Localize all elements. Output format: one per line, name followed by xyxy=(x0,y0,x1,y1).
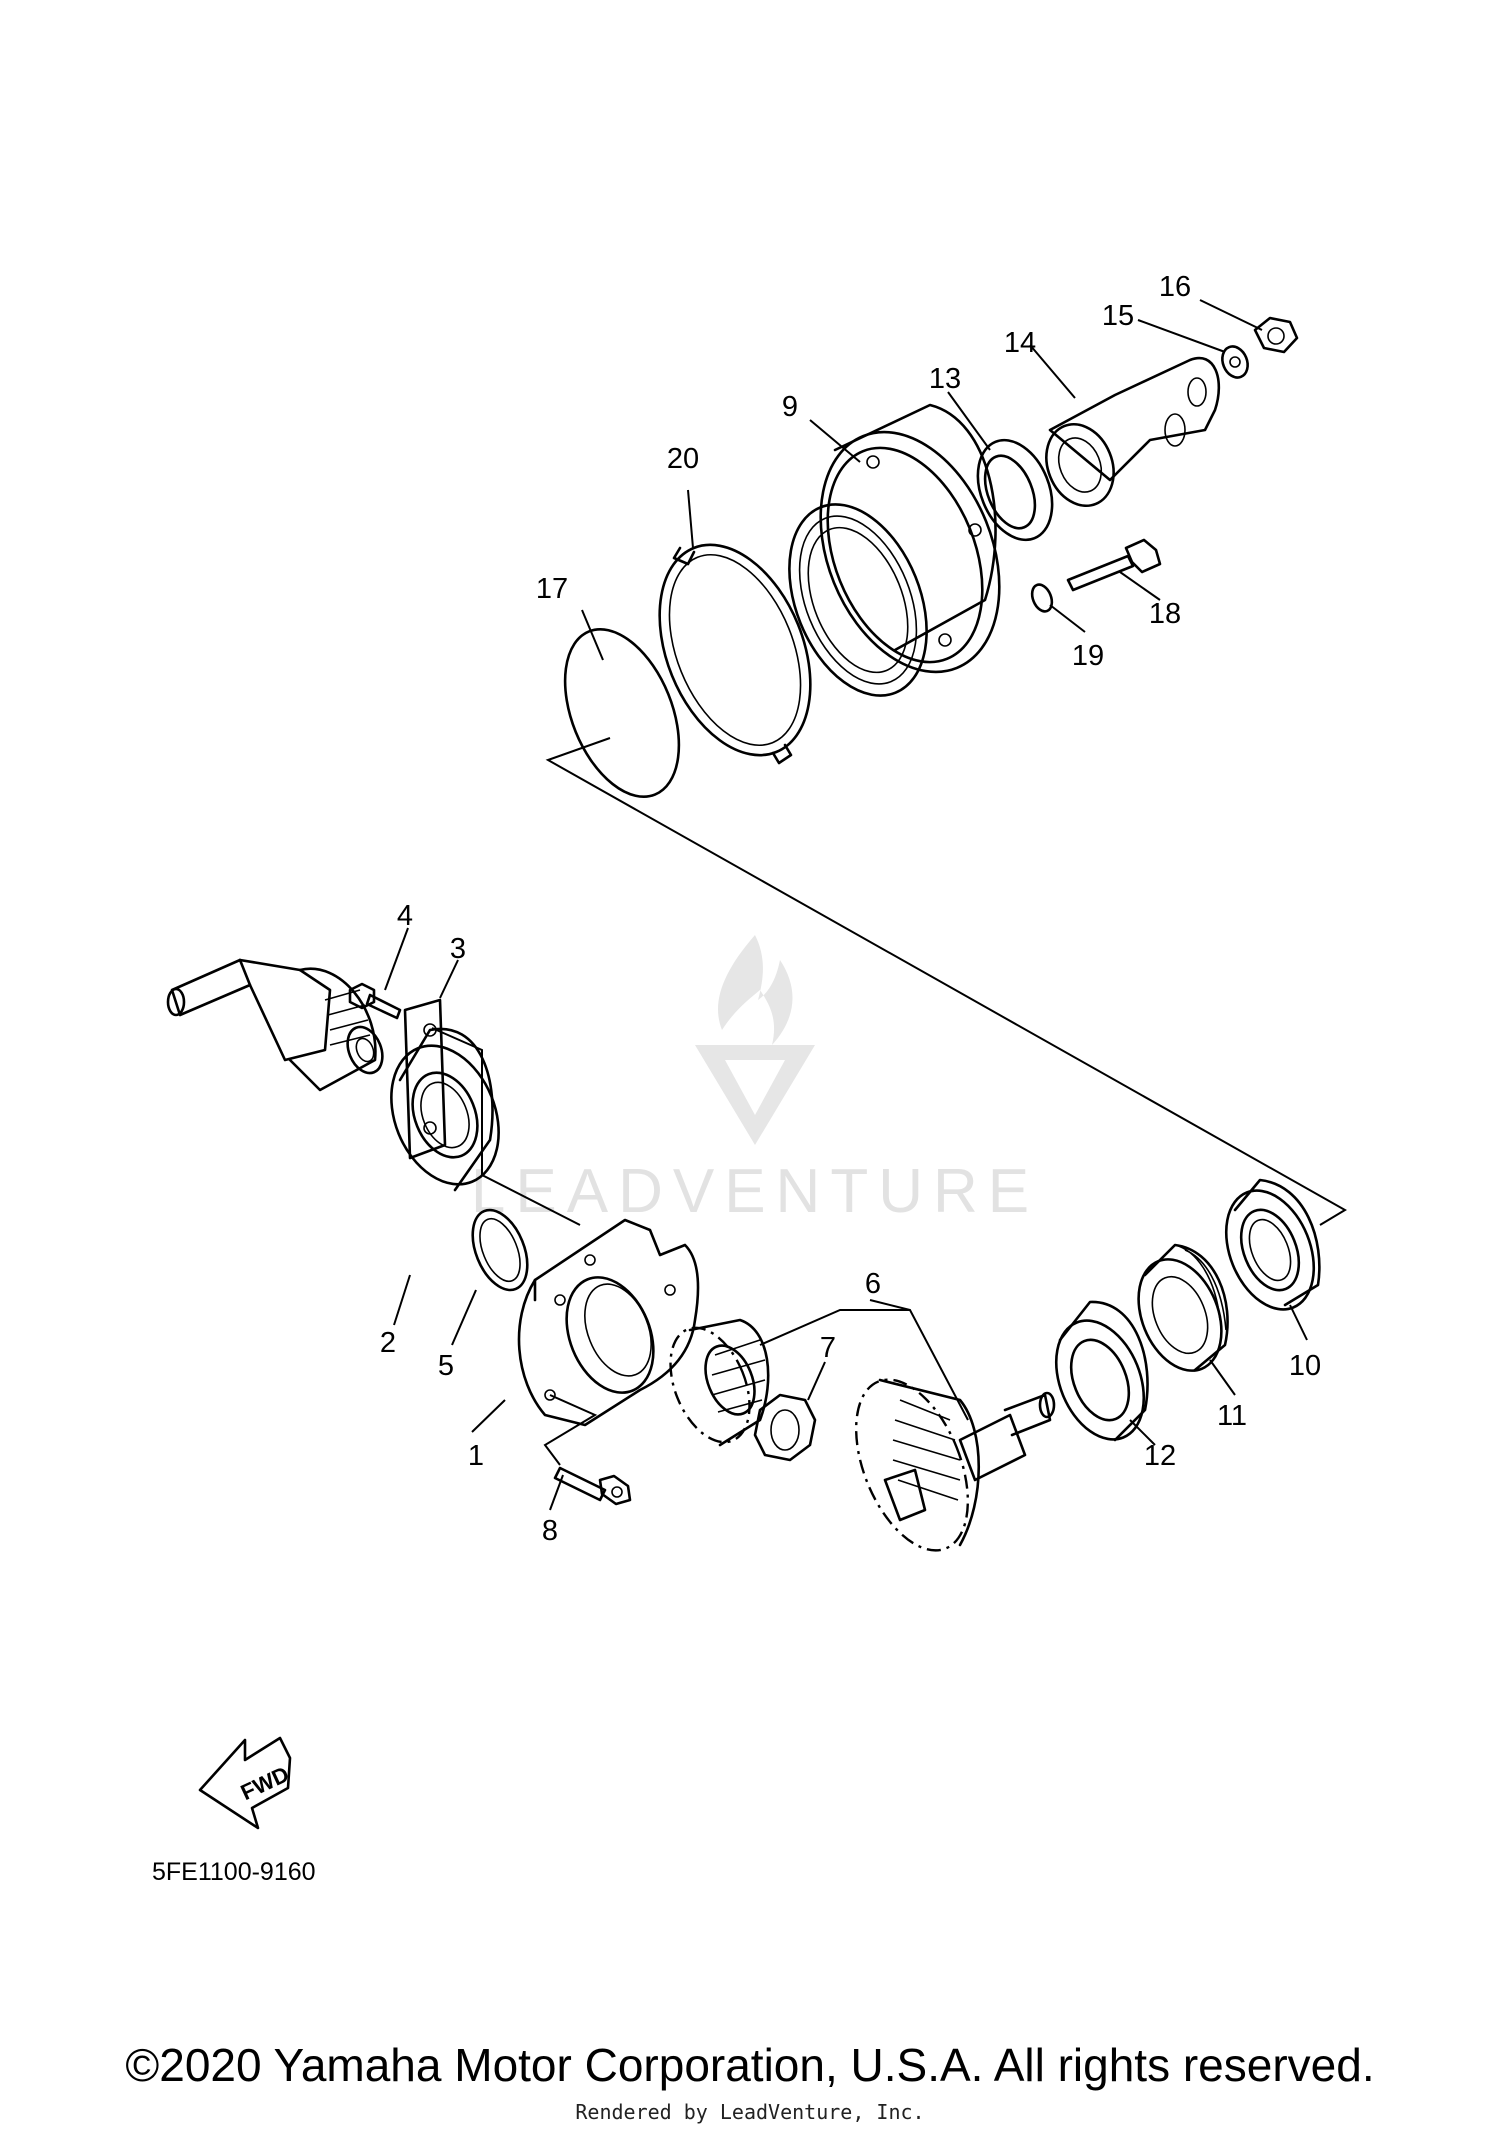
watermark-text: LEADVENTURE xyxy=(471,1157,1039,1226)
callout-5: 5 xyxy=(438,1350,454,1382)
callout-14: 14 xyxy=(1004,327,1036,359)
callout-19: 19 xyxy=(1072,640,1104,672)
callout-11: 11 xyxy=(1217,1400,1247,1432)
part-10-bearing xyxy=(1224,1178,1321,1311)
assembly-leader-line xyxy=(545,737,1347,1226)
part-1-bearing-retainer xyxy=(517,1218,700,1427)
callout-15: 15 xyxy=(1102,300,1134,332)
part-3-plate xyxy=(403,998,447,1160)
part-7-nut xyxy=(753,1393,817,1462)
callout-4: 4 xyxy=(397,900,413,932)
callout-8: 8 xyxy=(542,1515,558,1547)
callout-10: 10 xyxy=(1289,1350,1321,1382)
part-19-washer xyxy=(1030,583,1054,613)
part-9-bearing-housing xyxy=(788,403,1001,697)
part-drive-shaft xyxy=(166,958,384,1092)
copyright-text: ©2020 Yamaha Motor Corporation, U.S.A. A… xyxy=(125,2039,1375,2091)
part-20-shim xyxy=(658,543,812,765)
part-16-nut xyxy=(1253,316,1299,354)
callout-13: 13 xyxy=(929,363,961,395)
part-6-drive-pinion-gear xyxy=(669,1318,770,1447)
diagram-code: 5FE1100-9160 xyxy=(152,1858,316,1886)
callout-7: 7 xyxy=(820,1332,836,1364)
part-4-screw xyxy=(348,982,402,1020)
part-8-bolt xyxy=(553,1466,632,1506)
callout-3: 3 xyxy=(450,933,466,965)
callout-6: 6 xyxy=(865,1268,881,1300)
callout-16: 16 xyxy=(1159,271,1191,303)
rendered-by-text: Rendered by LeadVenture, Inc. xyxy=(575,2100,925,2124)
part-6-leader-line xyxy=(759,1309,969,1421)
part-8-leader-line xyxy=(543,1394,598,1466)
part-12-bearing xyxy=(1054,1300,1149,1442)
callout-9: 9 xyxy=(782,391,798,423)
watermark-logo-icon xyxy=(695,935,815,1145)
part-17-gasket xyxy=(563,627,681,799)
part-18-bolt xyxy=(1066,538,1162,592)
part-13-oil-seal xyxy=(976,438,1054,542)
callout-leaders xyxy=(384,299,1308,1511)
part-5-o-ring xyxy=(471,1208,529,1292)
part-14-universal-joint-yoke xyxy=(1045,356,1221,508)
fwd-arrow-icon: FWD xyxy=(198,1736,293,1830)
callout-12: 12 xyxy=(1144,1440,1176,1472)
part-11-ring-nut xyxy=(1137,1243,1229,1372)
callout-2: 2 xyxy=(380,1327,396,1359)
part-3-leader-line xyxy=(431,1027,581,1226)
callout-18: 18 xyxy=(1149,598,1181,630)
callout-20: 20 xyxy=(667,443,699,475)
part-6-ring-gear xyxy=(854,1378,1056,1552)
callout-17: 17 xyxy=(536,573,568,605)
fwd-label: FWD xyxy=(237,1761,293,1805)
callout-1: 1 xyxy=(468,1440,484,1472)
part-15-washer xyxy=(1221,345,1249,379)
